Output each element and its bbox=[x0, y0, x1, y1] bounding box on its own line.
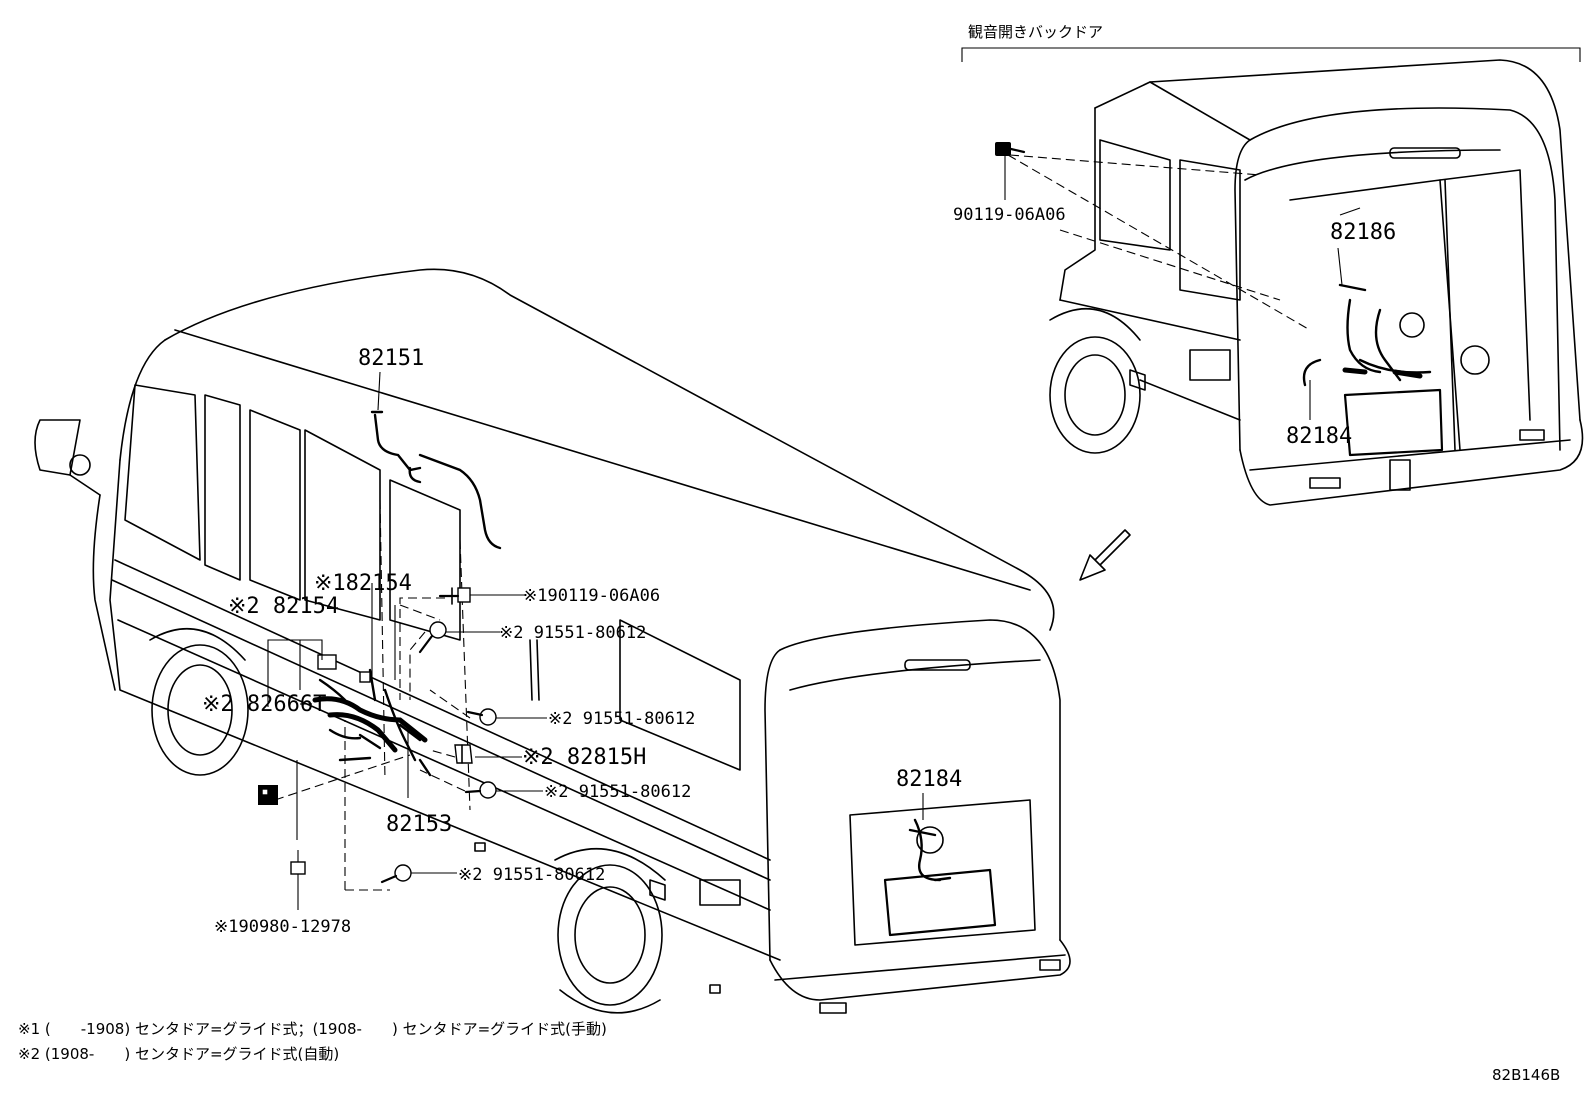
label-inset-bolt: 90119-06A06 bbox=[953, 205, 1066, 225]
label-door-harness-2: ※2 82154 bbox=[228, 594, 339, 619]
screw-icon bbox=[466, 708, 497, 726]
footnote-2: ※2 (1908- ) センタドア=グライド式(自動) bbox=[18, 1045, 339, 1063]
label-protector: ※2 82666T bbox=[202, 692, 326, 717]
label-relay: ※2 82815H bbox=[522, 745, 646, 770]
inset-title: 観音開きバックドア bbox=[968, 23, 1103, 41]
label-bolt-1: ※190119-06A06 bbox=[523, 586, 660, 606]
figure-code: 82B146B bbox=[1492, 1066, 1560, 1084]
label-screw-4: ※2 91551-80612 bbox=[458, 865, 605, 885]
roof-harness-82151 bbox=[370, 410, 502, 550]
bolt-icon bbox=[995, 142, 1026, 200]
footnote-1: ※1 ( -1908) センタドア=グライド式；(1908- ) センタドア=グ… bbox=[18, 1020, 607, 1038]
inset-harness-82186 bbox=[1302, 283, 1432, 387]
protector-82666T-part bbox=[258, 785, 278, 805]
label-screw-1: ※2 91551-80612 bbox=[499, 623, 646, 643]
main-bus-body bbox=[34, 268, 1071, 1014]
screw-icon bbox=[380, 864, 412, 884]
rear-harness-82184 bbox=[908, 818, 952, 882]
bolt-icon bbox=[438, 587, 471, 605]
main-leaders bbox=[267, 583, 924, 910]
label-door-harness-1: ※182154 bbox=[314, 571, 412, 596]
label-inset-harness-upper: 82186 bbox=[1330, 220, 1396, 245]
clamp-icon bbox=[290, 861, 306, 875]
screw-icon bbox=[418, 621, 447, 654]
inset-frame bbox=[961, 47, 1581, 62]
relay-icon bbox=[454, 744, 473, 764]
label-screw-3: ※2 91551-80612 bbox=[544, 782, 691, 802]
label-rear-harness: 82184 bbox=[896, 767, 962, 792]
main-dashed-leaders bbox=[274, 597, 471, 891]
screw-icon bbox=[464, 781, 497, 799]
label-harness-main: 82153 bbox=[386, 812, 452, 837]
label-roof-harness: 82151 bbox=[358, 346, 424, 371]
label-clamp: ※190980-12978 bbox=[214, 917, 351, 937]
direction-arrow-icon bbox=[1079, 529, 1131, 581]
label-screw-2: ※2 91551-80612 bbox=[548, 709, 695, 729]
inset-dashed-leaders bbox=[1007, 154, 1311, 331]
inset-rear-view-bus bbox=[1049, 59, 1584, 506]
label-inset-harness-lower: 82184 bbox=[1286, 424, 1352, 449]
